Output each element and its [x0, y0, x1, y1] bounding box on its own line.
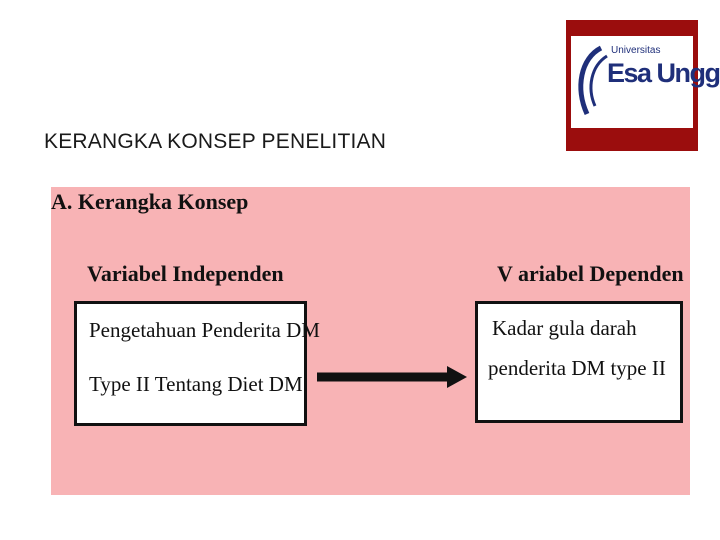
logo-main-text: Esa Unggul	[607, 58, 720, 88]
university-logo: Universitas Esa Unggul	[566, 20, 720, 151]
dependent-line-1: Kadar gula darah	[492, 316, 637, 340]
dependent-line-2: penderita DM type II	[488, 356, 666, 380]
logo-small-text: Universitas	[611, 45, 661, 56]
independent-heading: Variabel Independen	[87, 261, 284, 286]
slide-title: KERANGKA KONSEP PENELITIAN	[44, 130, 387, 153]
dependent-heading: V ariabel Dependen	[497, 261, 684, 286]
logo-inner: Universitas Esa Unggul	[571, 36, 720, 128]
independent-line-1: Pengetahuan Penderita DM	[89, 318, 320, 342]
concept-diagram-panel: A. Kerangka Konsep Variabel Independen V…	[51, 187, 690, 495]
dependent-variable-box: Kadar gula darah penderita DM type II	[475, 301, 683, 423]
arrow-icon	[317, 366, 467, 388]
independent-variable-box: Pengetahuan Penderita DM Type II Tentang…	[74, 301, 320, 426]
diagram-heading: A. Kerangka Konsep	[51, 189, 249, 214]
logo-swoosh-icon	[578, 45, 608, 116]
independent-line-2: Type II Tentang Diet DM	[89, 372, 303, 396]
